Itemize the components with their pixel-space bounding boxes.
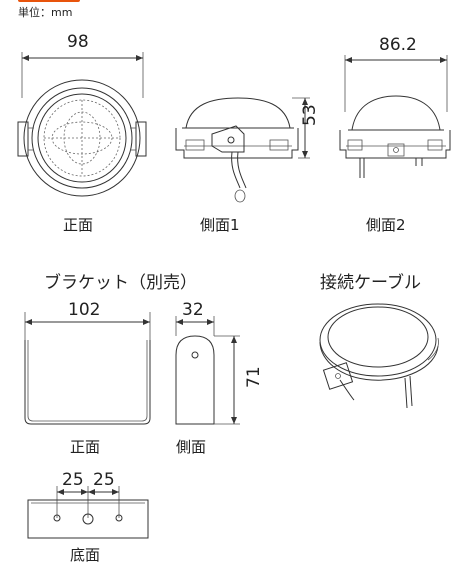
bracket-front-width-label: 102 (68, 300, 101, 320)
bracket-bottom-caption: 底面 (70, 546, 101, 564)
bracket-side-drawing (175, 316, 240, 425)
bracket-front-caption: 正面 (70, 438, 101, 456)
bracket-front-drawing (24, 312, 151, 425)
title-fragment-bar (18, 0, 80, 2)
unit-label: 単位：mm (18, 6, 73, 19)
side2-view-drawing (339, 55, 451, 178)
side2-width-label: 86.2 (379, 35, 417, 55)
bracket-title: ブラケット（別売） (44, 273, 197, 293)
front-view-caption: 正面 (63, 216, 94, 234)
side1-view-drawing (175, 97, 310, 203)
bracket-bottom-spacing-right: 25 (93, 470, 115, 490)
bracket-side-caption: 側面 (176, 438, 207, 456)
side2-view-caption: 側面2 (366, 216, 406, 234)
bracket-side-width-label: 32 (182, 300, 204, 320)
bracket-bottom-drawing (27, 486, 149, 539)
front-width-label: 98 (67, 32, 89, 52)
bracket-bottom-spacing-left: 25 (62, 470, 84, 490)
side1-view-caption: 側面1 (200, 216, 240, 234)
bracket-side-height-label: 71 (244, 366, 264, 388)
title-fragment (18, 0, 80, 2)
side1-height-label: 53 (300, 104, 320, 126)
connection-cable-drawing (319, 303, 439, 409)
cable-title: 接続ケーブル (320, 273, 421, 293)
front-view-drawing (17, 52, 147, 197)
